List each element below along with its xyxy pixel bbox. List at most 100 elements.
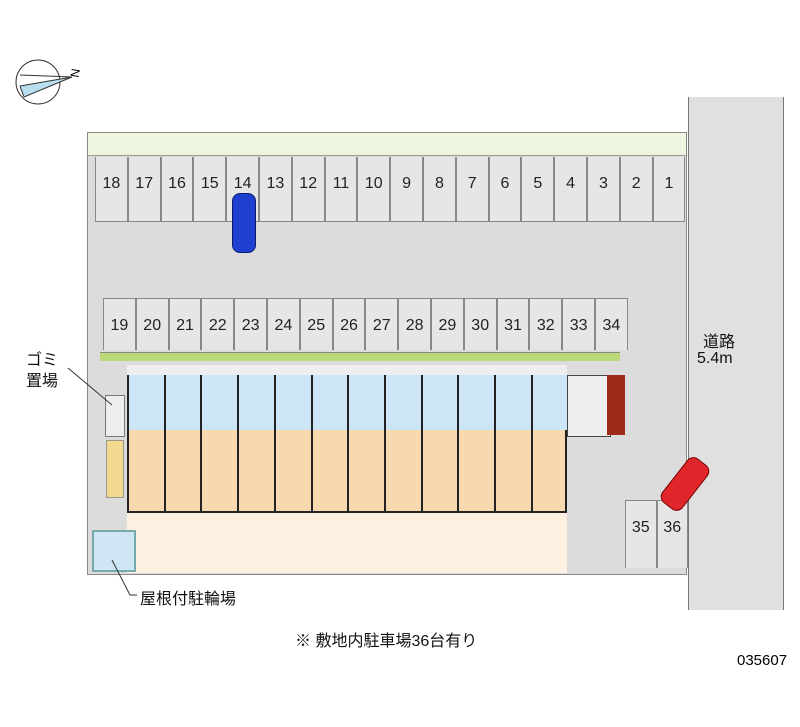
apartment-unit — [163, 375, 200, 513]
parking-spot-number: 21 — [176, 317, 194, 334]
parking-spot: 19 — [103, 298, 136, 350]
parking-spot: 36 — [656, 500, 688, 568]
parking-spot-number: 30 — [471, 317, 490, 334]
parking-spot: 35 — [625, 500, 657, 568]
parking-spot-number: 15 — [200, 175, 219, 192]
parking-spot: 13 — [259, 157, 292, 222]
parking-spot-number: 29 — [438, 317, 457, 334]
property-code: 035607 — [737, 652, 788, 669]
apartment-unit — [420, 375, 457, 513]
apartment-unit — [127, 375, 163, 513]
parking-spot: 17 — [127, 157, 161, 222]
parking-spot: 18 — [95, 157, 128, 222]
parking-spot: 28 — [398, 298, 431, 350]
parking-spot: 20 — [135, 298, 169, 350]
road-label: 道路 — [703, 334, 736, 351]
car-icon — [232, 193, 256, 253]
parking-spot: 9 — [390, 157, 423, 222]
compass-icon — [15, 59, 73, 105]
apartment-unit — [494, 375, 530, 513]
parking-spot-number: 10 — [364, 175, 383, 192]
parking-note: ※ 敷地内駐車場36台有り — [295, 633, 478, 650]
parking-spot: 3 — [587, 157, 620, 222]
hedge — [88, 133, 686, 156]
parking-spot-number: 20 — [143, 317, 162, 334]
parking-spot-number: 22 — [208, 317, 227, 334]
parking-spot-number: 28 — [405, 317, 424, 334]
parking-spot-number: 23 — [241, 317, 260, 334]
parking-spot: 31 — [496, 298, 530, 350]
parking-spot-number: 17 — [135, 175, 154, 192]
parking-spot-number: 18 — [102, 175, 121, 192]
brick-wall — [607, 375, 625, 435]
parking-spot-number: 32 — [536, 317, 555, 334]
parking-spot-number: 12 — [299, 175, 318, 192]
bike-shed-label: 屋根付駐輪場 — [140, 591, 237, 608]
parking-spot-number: 33 — [569, 317, 588, 334]
road-width: 5.4m — [697, 350, 733, 367]
parking-spot-number: 11 — [332, 175, 350, 192]
apartment-unit — [457, 375, 493, 513]
apartment-unit — [237, 375, 273, 513]
parking-spot: 24 — [267, 298, 300, 350]
parking-spot-number: 6 — [500, 175, 510, 192]
wet-area — [127, 375, 567, 430]
parking-spot: 16 — [160, 157, 194, 222]
apartment-unit — [530, 375, 567, 513]
parking-spot-number: 8 — [434, 175, 444, 192]
parking-spot-number: 3 — [598, 175, 608, 192]
parking-spot: 29 — [431, 298, 464, 350]
parking-spot: 1 — [652, 157, 686, 222]
apartment-unit — [273, 375, 310, 513]
garbage-area — [105, 395, 125, 437]
parking-spot-number: 4 — [566, 175, 576, 192]
parking-spot: 33 — [562, 298, 595, 350]
parking-spot: 8 — [423, 157, 456, 222]
parking-spot: 6 — [488, 157, 522, 222]
parking-spot: 5 — [521, 157, 555, 222]
parking-spot: 25 — [299, 298, 333, 350]
parking-spot-number: 1 — [664, 175, 674, 192]
parking-spot: 7 — [455, 157, 489, 222]
parking-spot: 23 — [234, 298, 267, 350]
parking-spot-number: 24 — [274, 317, 293, 334]
parking-spot-number: 35 — [631, 519, 650, 536]
parking-spot-number: 16 — [168, 175, 186, 192]
parking-spot: 4 — [554, 157, 587, 222]
staircase — [567, 375, 611, 437]
parking-spot-number: 31 — [504, 317, 522, 334]
parking-spot: 22 — [201, 298, 235, 350]
parking-spot-number: 7 — [467, 175, 477, 192]
parking-spot-number: 36 — [663, 519, 682, 536]
parking-spot-number: 14 — [233, 175, 252, 192]
road — [688, 97, 784, 610]
parking-spot-number: 27 — [372, 317, 391, 334]
garden-area — [127, 513, 567, 573]
parking-spot: 15 — [193, 157, 227, 222]
parking-spot: 21 — [168, 298, 202, 350]
parking-spot-number: 34 — [602, 317, 621, 334]
garbage-label-2: 置場 — [26, 373, 59, 390]
parking-spot: 12 — [291, 157, 325, 222]
parking-spot-number: 19 — [110, 317, 129, 334]
walkway — [127, 365, 567, 377]
parking-spot-number: 26 — [340, 317, 358, 334]
parking-spot: 30 — [463, 298, 497, 350]
parking-spot: 27 — [365, 298, 399, 350]
parking-spot-number: 5 — [533, 175, 543, 192]
apartment-unit — [310, 375, 347, 513]
parking-spot-number: 9 — [402, 175, 412, 192]
parking-spot-number: 2 — [631, 175, 641, 192]
apartment-unit — [383, 375, 420, 513]
parking-spot-number: 13 — [266, 175, 285, 192]
parking-spot: 11 — [324, 157, 358, 222]
bike-parking — [106, 440, 124, 498]
parking-spot: 10 — [357, 157, 391, 222]
parking-spot: 32 — [529, 298, 563, 350]
bike-shed — [92, 530, 136, 572]
parking-spot-number: 25 — [307, 317, 326, 334]
garbage-label: ゴミ — [26, 352, 59, 369]
parking-spot: 2 — [619, 157, 653, 222]
apartment-unit — [347, 375, 383, 513]
